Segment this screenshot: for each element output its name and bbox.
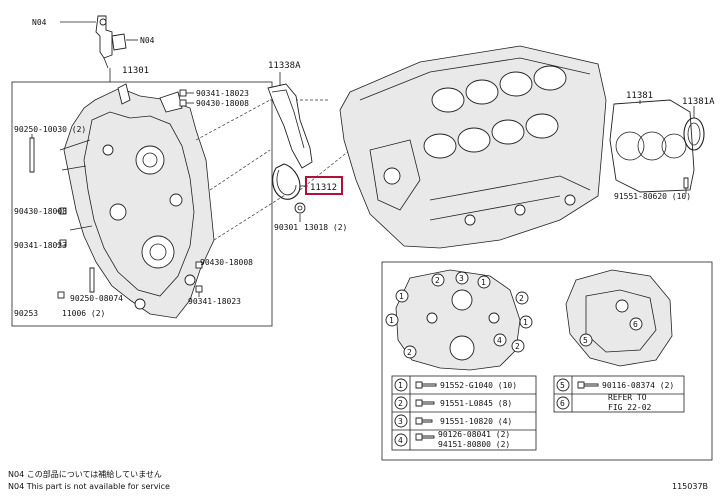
label-90430-18008-a: 90430-18008 xyxy=(196,99,249,108)
legend-row-4a: 90126-08041 (2) xyxy=(438,430,510,439)
svg-text:3: 3 xyxy=(398,417,403,426)
label-90341-18023-b: 90341-18023 xyxy=(14,241,67,250)
bolt-locator-box xyxy=(381,261,713,461)
timing-cover-group-box xyxy=(11,81,273,327)
svg-text:2: 2 xyxy=(515,342,520,351)
legend-row-1: 91552-G1040 (10) xyxy=(440,381,517,390)
bolt-legend-table xyxy=(391,375,685,451)
cover-front-view xyxy=(395,269,521,371)
label-n04-b: N04 xyxy=(140,36,155,45)
legend-row-3: 91551-10820 (4) xyxy=(440,417,512,426)
label-11006: 11006 (2) xyxy=(62,309,105,318)
legend-number-markers: 1 2 3 4 5 6 xyxy=(394,378,570,447)
label-11381: 11381 xyxy=(626,91,653,101)
gasket-11312 xyxy=(272,163,301,200)
bolt-icon-91551 xyxy=(683,177,689,189)
n04-bracket xyxy=(95,15,127,69)
footnote-jp: N04 この部品については補給していません xyxy=(8,469,162,479)
label-11312: 11312 xyxy=(310,183,337,193)
legend-row-6a: REFER TO xyxy=(608,393,647,402)
o-ring-90301 xyxy=(294,202,306,214)
svg-text:1: 1 xyxy=(398,381,403,390)
label-90250-10030: 90250-10030 (2) xyxy=(14,125,86,134)
legend-row-2: 91551-L0845 (8) xyxy=(440,399,512,408)
label-11381a: 11381A xyxy=(682,97,715,107)
label-90341-18023-c: 90341-18023 xyxy=(188,297,241,306)
gasket-11338a xyxy=(267,83,313,169)
svg-text:5: 5 xyxy=(583,336,588,345)
label-90250-08074: 90250-08074 xyxy=(70,294,123,303)
rear-oil-seal-retainer-11381 xyxy=(609,99,695,193)
cover-rear-view xyxy=(565,269,673,367)
cylinder-bores xyxy=(423,65,567,159)
svg-text:2: 2 xyxy=(398,399,403,408)
label-90430-18008-b: 90430-18008 xyxy=(14,207,67,216)
legend-bolt-icons xyxy=(415,381,599,441)
legend-row-4b: 94151-80800 (2) xyxy=(438,440,510,449)
svg-text:1: 1 xyxy=(399,292,404,301)
label-11301: 11301 xyxy=(122,66,149,76)
svg-text:3: 3 xyxy=(459,274,464,283)
label-90430-18008-c: 90430-18008 xyxy=(200,258,253,267)
footnote-en: N04 This part is not available for servi… xyxy=(8,482,170,491)
svg-text:6: 6 xyxy=(633,320,638,329)
legend-row-6b: FIG 22-02 xyxy=(608,403,652,412)
svg-text:2: 2 xyxy=(435,276,440,285)
highlight-11312 xyxy=(305,176,343,195)
label-90301: 90301 xyxy=(274,223,298,232)
svg-text:4: 4 xyxy=(398,436,403,445)
engine-block xyxy=(339,45,607,249)
bolt-markers-front: 2 3 1 1 2 1 1 4 2 2 xyxy=(385,271,533,359)
label-90253: 90253 xyxy=(14,309,38,318)
label-n04-a: N04 xyxy=(32,18,47,27)
svg-text:2: 2 xyxy=(407,348,412,357)
svg-text:4: 4 xyxy=(497,336,502,345)
timing-chain-cover xyxy=(59,83,215,319)
figure-id: 115037B xyxy=(672,482,708,491)
svg-text:1: 1 xyxy=(389,316,394,325)
label-11338a: 11338A xyxy=(268,61,301,71)
bolt-markers-rear: 5 6 xyxy=(579,317,643,347)
label-13018: 13018 (2) xyxy=(304,223,347,232)
bolt-icon-group xyxy=(29,89,203,299)
svg-text:1: 1 xyxy=(523,318,528,327)
label-91551-80620: 91551-80620 (10) xyxy=(614,192,691,201)
svg-text:2: 2 xyxy=(519,294,524,303)
svg-text:5: 5 xyxy=(560,381,565,390)
label-90341-18023-a: 90341-18023 xyxy=(196,89,249,98)
legend-row-5: 90116-08374 (2) xyxy=(602,381,674,390)
svg-text:6: 6 xyxy=(560,399,565,408)
svg-text:1: 1 xyxy=(481,278,486,287)
